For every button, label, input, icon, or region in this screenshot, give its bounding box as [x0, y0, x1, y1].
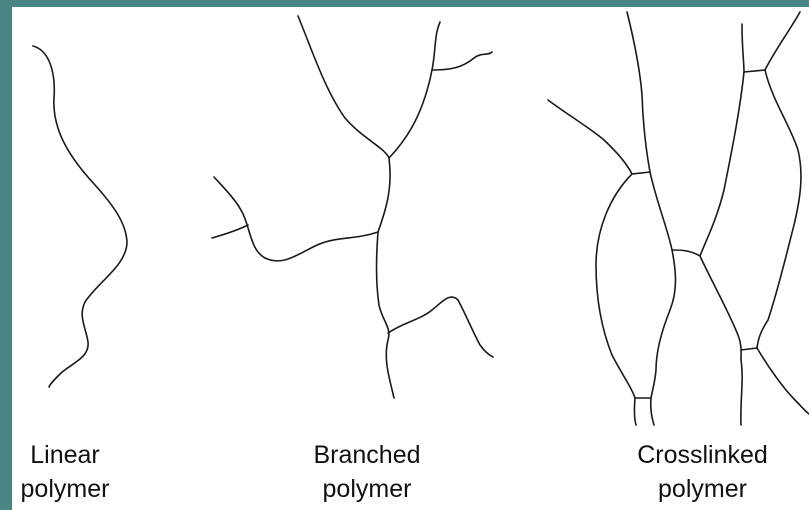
branched-caption-line1: Branched	[282, 438, 452, 472]
linear-polymer-caption: Linear polymer	[10, 438, 120, 506]
crosslink-lower-right	[741, 348, 757, 350]
crosslink-top-right	[744, 70, 765, 72]
crosslinked-right-outer-chain	[757, 12, 809, 414]
branched-left-branch	[214, 177, 378, 261]
branched-caption-line2: polymer	[282, 472, 452, 506]
linear-caption-line2: polymer	[10, 472, 120, 506]
linear-caption-line1: Linear	[10, 438, 120, 472]
crosslinked-left-inner-chain	[627, 12, 676, 425]
crosslinked-polymer-caption: Crosslinked polymer	[605, 438, 800, 506]
crosslinked-caption-line1: Crosslinked	[605, 438, 800, 472]
crosslink-upper-left	[632, 172, 650, 174]
crosslinked-caption-line2: polymer	[605, 472, 800, 506]
linear-polymer-chain	[33, 46, 127, 387]
crosslinked-left-outer-chain	[548, 100, 636, 425]
branched-top-right-twig	[432, 52, 492, 70]
branched-polymer-chain	[212, 16, 493, 398]
branched-polymer-caption: Branched polymer	[282, 438, 452, 506]
branched-upper-right-branch	[389, 22, 440, 158]
crosslinked-polymer-network	[548, 12, 809, 425]
crosslinked-right-inner-chain	[700, 24, 744, 425]
branched-lower-right-branch	[388, 297, 493, 357]
crosslink-middle	[672, 250, 700, 256]
branched-main-chain	[298, 16, 394, 398]
branched-left-twig	[212, 225, 248, 238]
linear-chain-path	[33, 46, 127, 387]
